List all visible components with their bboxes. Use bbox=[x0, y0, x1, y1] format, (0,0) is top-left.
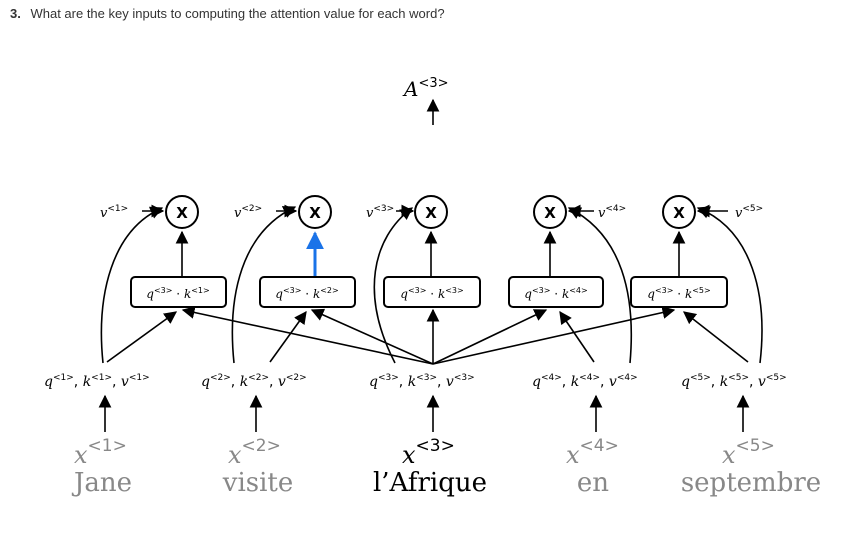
multiply-node-2: X bbox=[298, 195, 332, 229]
key-arrow-5 bbox=[682, 311, 749, 363]
svg-text:X: X bbox=[544, 204, 556, 222]
qkv-row-2: q<2>, k<2>, v<2> bbox=[201, 373, 307, 390]
key-arrow-1 bbox=[106, 311, 178, 363]
value-label-2: v<2> bbox=[234, 204, 262, 221]
input-word-5: septembre bbox=[681, 468, 821, 498]
score-box-5: q<3> · k<5> bbox=[630, 276, 728, 308]
input-var-5: x<5> bbox=[722, 436, 775, 469]
qkv-row-1: q<1>, k<1>, v<1> bbox=[44, 373, 150, 390]
score-box-3: q<3> · k<3> bbox=[383, 276, 481, 308]
value-label-3: v<3> bbox=[366, 204, 394, 221]
qkv-row-3: q<3>, k<3>, v<3> bbox=[369, 373, 475, 390]
value-label-5: v<5> bbox=[735, 204, 763, 221]
svg-text:q<3> · k<3>: q<3> · k<3> bbox=[400, 286, 463, 301]
value-label-1: v<1> bbox=[100, 204, 128, 221]
score-box-2: q<3> · k<2> bbox=[259, 276, 356, 308]
multiply-node-4: X bbox=[533, 195, 567, 229]
svg-text:q<3> · k<4>: q<3> · k<4> bbox=[524, 286, 587, 301]
v-curve-3 bbox=[373, 207, 414, 364]
score-box-4: q<3> · k<4> bbox=[508, 276, 604, 308]
key-arrow-4 bbox=[559, 310, 595, 363]
output-label: A<3> bbox=[402, 76, 449, 101]
input-var-3: x<3> bbox=[402, 436, 455, 469]
question-text: What are the key inputs to computing the… bbox=[30, 6, 445, 21]
svg-text:X: X bbox=[309, 204, 321, 222]
svg-text:X: X bbox=[176, 204, 188, 222]
qkv-row-5: q<5>, k<5>, v<5> bbox=[681, 373, 787, 390]
input-var-4: x<4> bbox=[566, 436, 619, 469]
value-label-4: v<4> bbox=[598, 204, 626, 221]
v-curve-5 bbox=[696, 206, 763, 364]
multiply-node-3: X bbox=[414, 195, 448, 229]
question-prompt: 3. What are the key inputs to computing … bbox=[10, 6, 445, 21]
multiply-node-5: X bbox=[662, 195, 696, 229]
key-arrow-2 bbox=[269, 310, 307, 363]
input-word-4: en bbox=[577, 468, 609, 498]
qkv-row-4: q<4>, k<4>, v<4> bbox=[532, 373, 638, 390]
query-fan-arrow-2 bbox=[310, 308, 434, 365]
svg-text:q<3> · k<2>: q<3> · k<2> bbox=[275, 286, 338, 301]
query-fan-arrow-4 bbox=[432, 309, 548, 365]
svg-text:X: X bbox=[673, 204, 685, 222]
v-curve-1 bbox=[100, 206, 164, 364]
input-word-1: Jane bbox=[71, 468, 132, 498]
score-box-1: q<3> · k<1> bbox=[130, 276, 227, 308]
query-fan-arrow-5 bbox=[432, 306, 676, 365]
svg-text:q<3> · k<1>: q<3> · k<1> bbox=[146, 286, 209, 301]
v-curve-2 bbox=[231, 206, 297, 364]
multiply-node-1: X bbox=[165, 195, 199, 229]
v-curve-4 bbox=[567, 207, 633, 364]
query-fan-arrow-1 bbox=[181, 306, 434, 365]
input-var-2: x<2> bbox=[228, 436, 281, 469]
input-var-1: x<1> bbox=[74, 436, 127, 469]
svg-text:X: X bbox=[425, 204, 437, 222]
input-word-2: visite bbox=[222, 468, 294, 498]
svg-text:q<3> · k<5>: q<3> · k<5> bbox=[647, 286, 710, 301]
question-number: 3. bbox=[10, 6, 21, 21]
input-word-3: l’Afrique bbox=[373, 468, 487, 498]
